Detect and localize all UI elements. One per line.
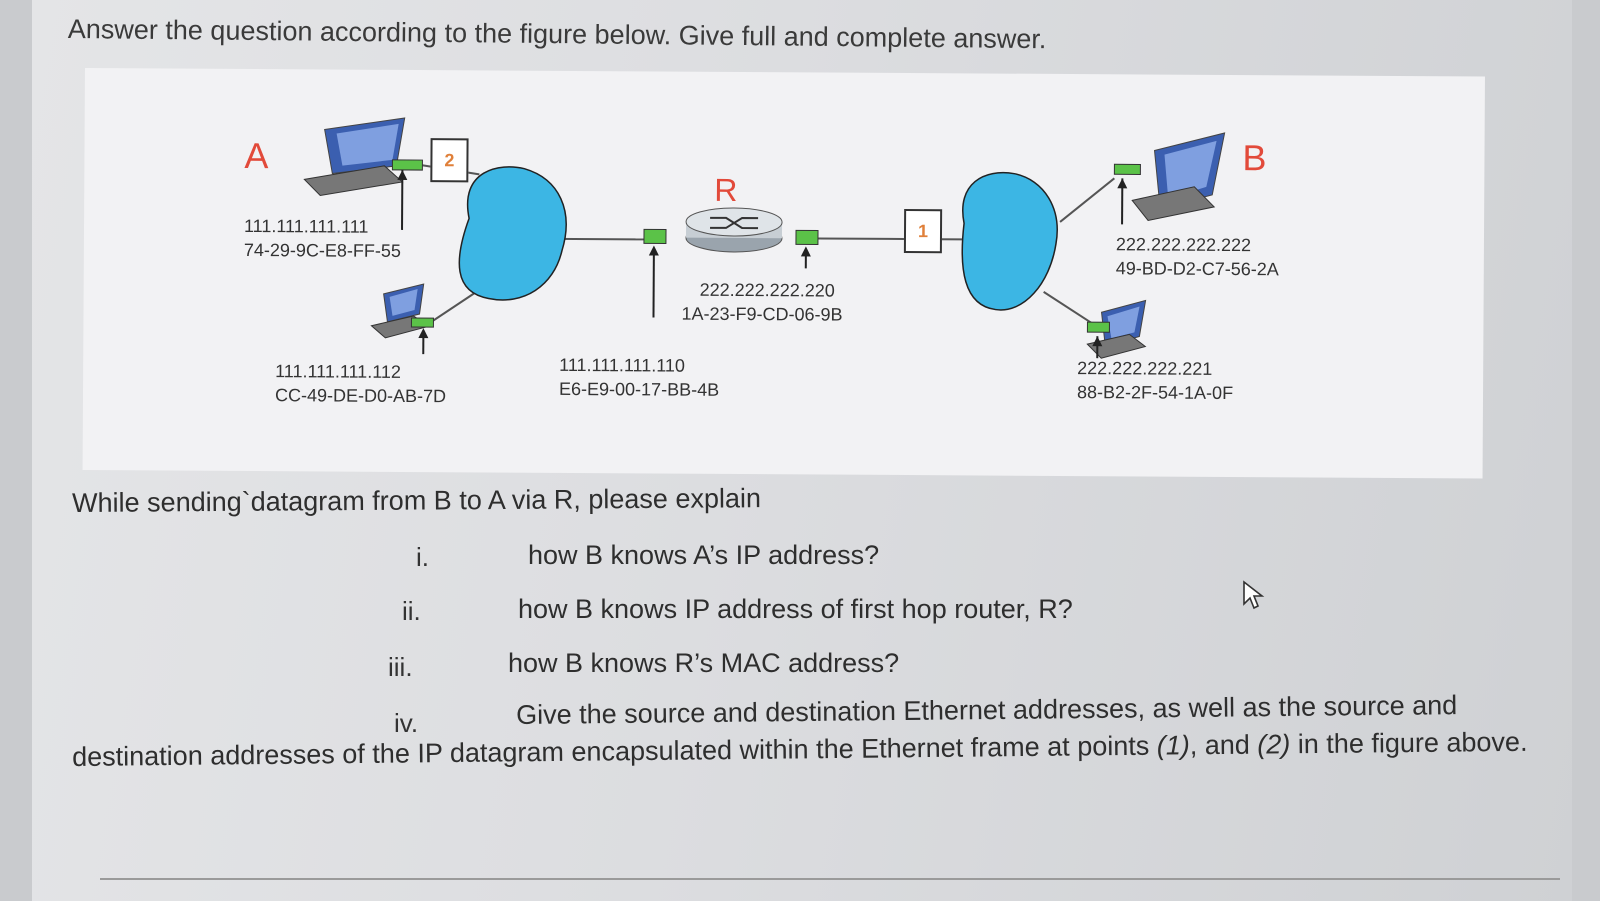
router-right-interface	[795, 229, 819, 245]
point-2-marker: 2	[430, 138, 469, 183]
host-b2-mac: 88-B2-2F-54-1A-0F	[1076, 382, 1234, 404]
question-number-3: iii.	[388, 652, 413, 682]
point-1-reference: (1)	[1156, 730, 1190, 761]
point-2-reference: (2)	[1257, 729, 1291, 760]
router-right-mac: 1A-23-F9-CD-06-9B	[681, 303, 843, 325]
host-b-mac: 49-BD-D2-C7-56-2A	[1115, 258, 1279, 280]
network-diagram	[303, 117, 1226, 359]
host-b2-addresses: 222.222.222.221 88-B2-2F-54-1A-0F	[1077, 356, 1233, 405]
router-left-ip: 111.111.111.110	[559, 354, 686, 376]
host-a-mac: 74-29-9C-E8-FF-55	[243, 239, 402, 261]
link-router-point1	[817, 237, 904, 241]
computer-icon-a2	[370, 283, 434, 355]
host-b-letter: B	[1242, 137, 1267, 179]
router-left-addresses: 111.111.111.110 E6-E9-00-17-BB-4B	[559, 353, 719, 402]
computer-icon-a	[303, 117, 423, 230]
host-b-addresses: 222.222.222.222 49-BD-D2-C7-56-2A	[1116, 232, 1279, 281]
continuation-suffix: in the figure above.	[1290, 726, 1528, 760]
computer-icon-b	[1113, 132, 1226, 225]
link-cloud-b	[1059, 177, 1115, 223]
host-a2-ip: 111.111.111.112	[275, 361, 401, 382]
link-cloud-b2	[1043, 291, 1094, 326]
question-text-1: how B knows A’s IP address?	[528, 540, 880, 570]
computer-icon-b2	[1086, 299, 1147, 359]
continuation-middle: , and	[1189, 729, 1258, 761]
question-text-3: how B knows R’s MAC address?	[508, 648, 900, 678]
router-icon	[685, 207, 783, 253]
router-letter: R	[714, 171, 738, 208]
question-intro: While sending`datagram from B to A via R…	[72, 483, 762, 518]
router-left-interface	[643, 228, 667, 245]
host-b2-ip: 222.222.222.221	[1077, 358, 1213, 379]
host-a2-addresses: 111.111.111.112 CC-49-DE-D0-AB-7D	[275, 359, 446, 408]
host-a-addresses: 111.111.111.111 74-29-9C-E8-FF-55	[244, 214, 401, 263]
router-left-mac: E6-E9-00-17-BB-4B	[558, 378, 720, 400]
question-number-2: ii.	[402, 596, 421, 626]
question-text-2: how B knows IP address of first hop rout…	[518, 594, 1073, 624]
bottom-divider	[100, 878, 1560, 880]
question-number-1: i.	[416, 542, 429, 572]
network-figure: A R B 2 1 111.111.111.111 74-29-9C-E8-FF…	[82, 68, 1485, 479]
question-number-4: iv.	[394, 708, 419, 738]
host-b-ip: 222.222.222.222	[1115, 234, 1252, 256]
mouse-cursor-icon	[1242, 580, 1266, 615]
point-1-marker: 1	[903, 209, 943, 254]
host-a-ip: 111.111.111.111	[243, 215, 369, 237]
host-a2-mac: CC-49-DE-D0-AB-7D	[274, 385, 447, 407]
link-left-router	[553, 237, 644, 241]
left-subnet-cloud	[458, 166, 567, 301]
link-a2-cloud	[428, 291, 477, 324]
right-subnet-cloud	[961, 172, 1058, 311]
router-right-addresses: 222.222.222.220 1A-23-F9-CD-06-9B	[681, 278, 842, 327]
router-right-ip: 222.222.222.220	[699, 279, 835, 301]
host-a-letter: A	[244, 134, 269, 177]
